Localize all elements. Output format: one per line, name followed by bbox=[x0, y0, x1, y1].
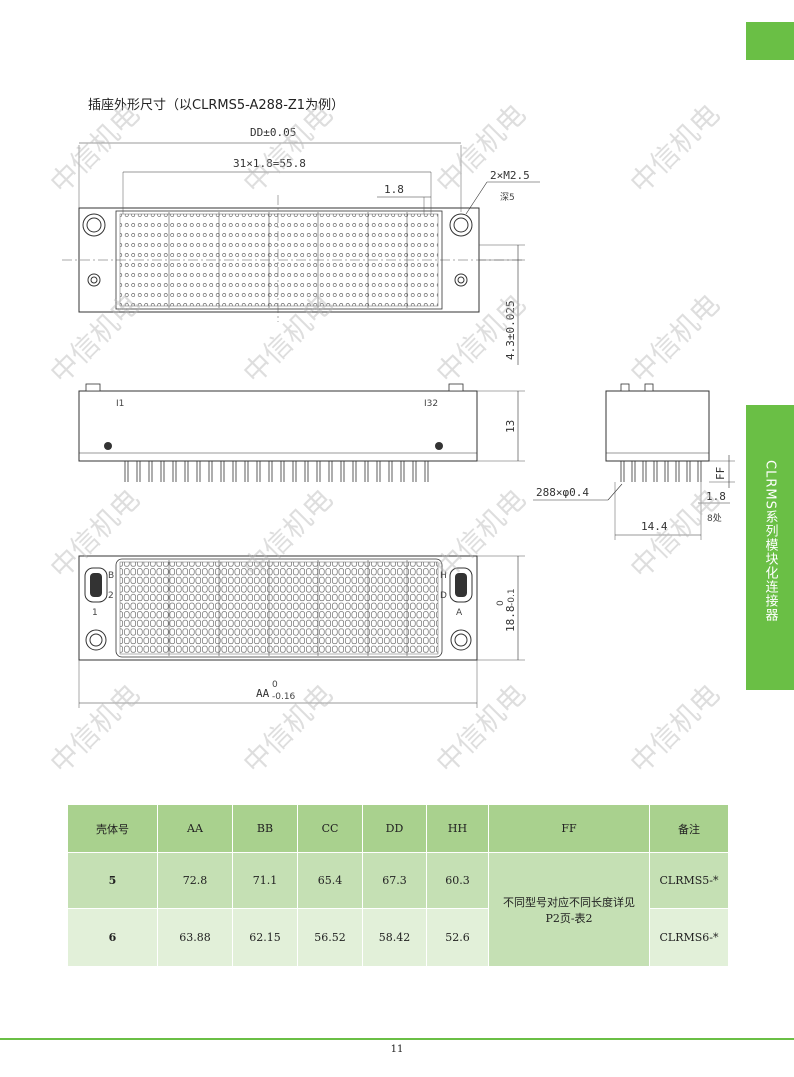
cell-note: CLRMS6-* bbox=[649, 908, 729, 967]
table-row: 5 72.8 71.1 65.4 67.3 60.3 不同型号对应不同长度详见P… bbox=[67, 852, 729, 967]
dim-ff: FF bbox=[714, 467, 727, 480]
cell-note: CLRMS5-* bbox=[649, 852, 729, 909]
dim-4-3: 4.3±0.025 bbox=[504, 300, 517, 360]
cell-shell: 5 bbox=[67, 852, 158, 909]
th-aa: AA bbox=[157, 804, 233, 853]
page-number: 11 bbox=[390, 1044, 404, 1055]
label-2: 2 bbox=[108, 591, 114, 601]
watermark: 中信机电 bbox=[44, 677, 147, 780]
watermark: 中信机电 bbox=[624, 287, 727, 390]
dim-8pos: 8处 bbox=[707, 512, 722, 524]
cell-shell: 6 bbox=[67, 908, 158, 967]
dim-1-8-side: 1.8 bbox=[706, 490, 726, 503]
cell-dd: 58.42 bbox=[362, 908, 427, 967]
watermark: 中信机电 bbox=[44, 97, 147, 200]
cell-hh: 60.3 bbox=[426, 852, 489, 909]
table-row: 6 63.88 62.15 56.52 58.42 52.6 CLRMS6-* bbox=[67, 908, 729, 967]
label-i32: I32 bbox=[424, 399, 438, 409]
watermark: 中信机电 bbox=[624, 677, 727, 780]
dim-aa-tol-lower: -0.16 bbox=[272, 692, 296, 702]
dim-1-8-top: 1.8 bbox=[384, 183, 404, 196]
label-i1: I1 bbox=[116, 399, 124, 409]
th-note: 备注 bbox=[649, 804, 729, 853]
dim-pitch: 31×1.8=55.8 bbox=[233, 157, 306, 170]
side-tab-label: CLRMS系列模块化连接器 bbox=[762, 460, 778, 622]
cell-bb: 71.1 bbox=[232, 852, 298, 909]
label-a: A bbox=[456, 608, 463, 618]
th-hh: HH bbox=[426, 804, 489, 853]
label-1: 1 bbox=[92, 608, 98, 618]
cell-bb: 62.15 bbox=[232, 908, 298, 967]
table-header-row: 壳体号 AA BB CC DD HH FF 备注 bbox=[67, 804, 729, 853]
label-b: B bbox=[108, 571, 114, 581]
side-tab bbox=[746, 405, 794, 690]
watermark: 中信机电 bbox=[430, 97, 533, 200]
section-title: 插座外形尺寸（以CLRMS5-A288-Z1为例） bbox=[88, 98, 345, 113]
cell-dd: 67.3 bbox=[362, 852, 427, 909]
dim-dd: DD±0.05 bbox=[250, 126, 296, 139]
cell-ff: 不同型号对应不同长度详见P2页-表2 bbox=[488, 852, 650, 967]
cell-aa: 63.88 bbox=[157, 908, 233, 967]
dim-18-8-tol-lower: -0.1 bbox=[507, 588, 517, 606]
th-shell: 壳体号 bbox=[67, 804, 158, 853]
cell-cc: 56.52 bbox=[297, 908, 363, 967]
label-h: H bbox=[440, 571, 447, 581]
corner-accent bbox=[746, 22, 794, 60]
cell-hh: 52.6 bbox=[426, 908, 489, 967]
watermark: 中信机电 bbox=[237, 97, 340, 200]
side-view: FF 1.8 8处 288×φ0.4 14.4 bbox=[533, 383, 735, 540]
bottom-view: 1 B 2 A H D 18.8 0 -0.1 AA 0 -0.16 bbox=[78, 555, 525, 708]
dim-aa: AA bbox=[256, 687, 270, 700]
technical-drawing: DD±0.05 31×1.8=55.8 1.8 2×M2.5 深5 4.3±0.… bbox=[44, 97, 735, 780]
watermark: 中信机电 bbox=[430, 677, 533, 780]
label-d: D bbox=[440, 591, 447, 601]
dim-thread: 2×M2.5 bbox=[490, 169, 530, 182]
dim-depth: 深5 bbox=[500, 192, 515, 203]
th-cc: CC bbox=[297, 804, 363, 853]
watermark: 中信机电 bbox=[624, 482, 727, 585]
cell-aa: 72.8 bbox=[157, 852, 233, 909]
watermark: 中信机电 bbox=[430, 482, 533, 585]
dim-18-8-tol-upper: 0 bbox=[496, 600, 506, 606]
dim-aa-tol-upper: 0 bbox=[272, 680, 278, 690]
cell-cc: 65.4 bbox=[297, 852, 363, 909]
front-view: I1 I32 bbox=[78, 383, 525, 482]
dim-14-4: 14.4 bbox=[641, 520, 668, 533]
dim-18-8: 18.8 bbox=[504, 606, 517, 633]
dim-pins: 288×φ0.4 bbox=[536, 486, 589, 499]
top-view: DD±0.05 31×1.8=55.8 1.8 2×M2.5 深5 4.3±0.… bbox=[62, 126, 540, 365]
footer-rule bbox=[0, 1038, 794, 1040]
spec-table: 壳体号 AA BB CC DD HH FF 备注 5 72.8 71.1 65.… bbox=[67, 804, 729, 967]
dim-13: 13 bbox=[504, 420, 517, 433]
watermark: 中信机电 bbox=[624, 97, 727, 200]
th-dd: DD bbox=[362, 804, 427, 853]
th-ff: FF bbox=[488, 804, 650, 853]
th-bb: BB bbox=[232, 804, 298, 853]
